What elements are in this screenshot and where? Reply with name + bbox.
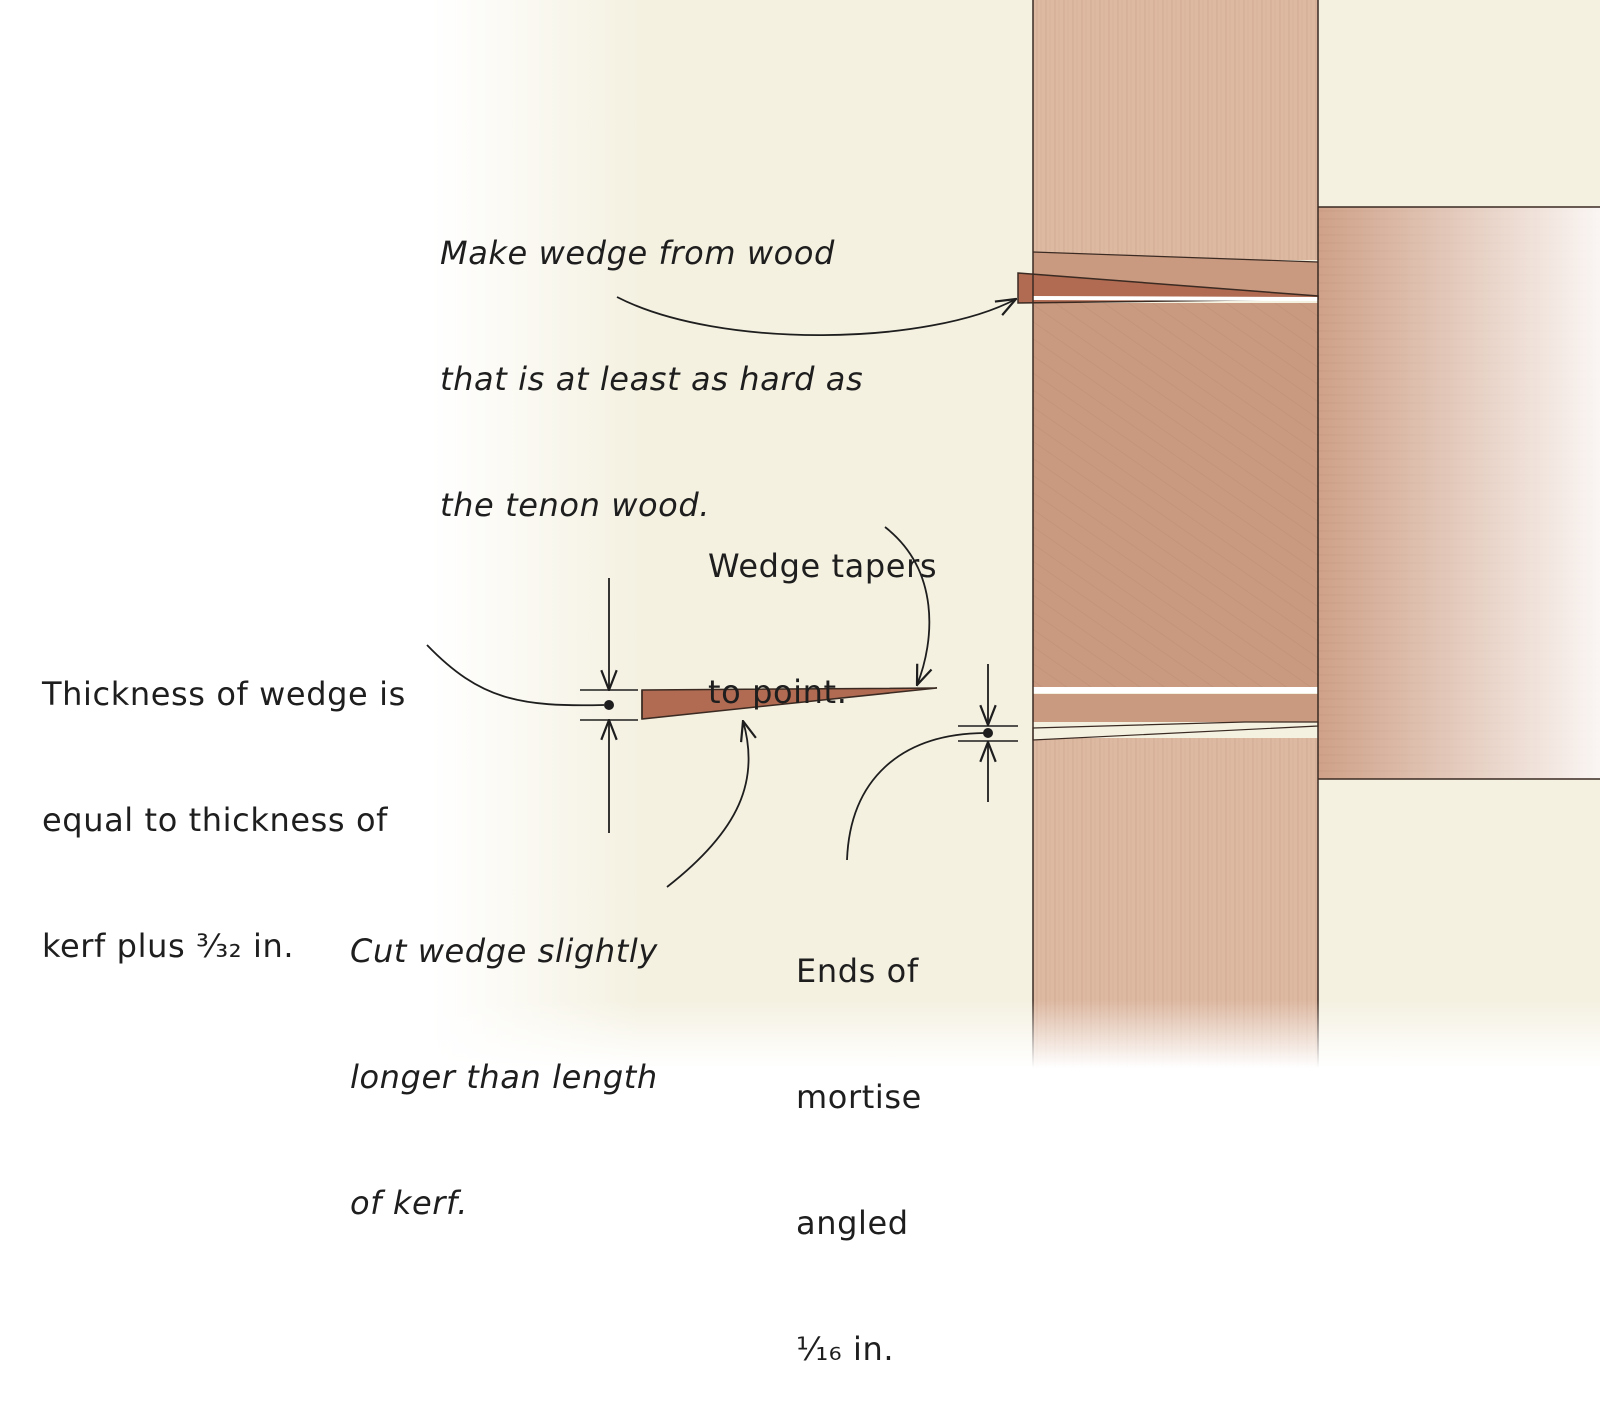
annotation-line: mortise bbox=[796, 1078, 922, 1116]
annotation-mortise-ends: Ends of mortise angled ¹⁄₁₆ in. bbox=[796, 866, 922, 1412]
tenon-bottom-strip bbox=[1033, 694, 1318, 722]
annotation-wedge-taper: Wedge tapers to point. bbox=[708, 461, 937, 755]
annotation-wedge-length: Cut wedge slightly longer than length of… bbox=[350, 846, 658, 1266]
annotation-line: ¹⁄₁₆ in. bbox=[796, 1330, 895, 1368]
wedge-thickness-dimension bbox=[580, 578, 638, 833]
tenon-top-strip bbox=[1033, 252, 1318, 298]
annotation-line: Ends of bbox=[796, 952, 919, 990]
annotation-line: Make wedge from wood bbox=[440, 234, 835, 272]
leader-wedge-thickness bbox=[426, 644, 605, 707]
annotation-line: kerf plus ³⁄₃₂ in. bbox=[42, 927, 295, 965]
annotation-line: Thickness of wedge is bbox=[42, 675, 406, 713]
annotation-line: equal to thickness of bbox=[42, 801, 389, 839]
annotation-line: to point. bbox=[708, 673, 848, 711]
annotation-wedge-wood: Make wedge from wood that is at least as… bbox=[440, 148, 863, 568]
annotation-line: that is at least as hard as bbox=[440, 360, 864, 398]
wedged-tenon-diagram bbox=[0, 0, 1600, 1068]
mortise-angle-dimension bbox=[958, 664, 1018, 802]
leader-wedge-taper bbox=[884, 526, 929, 685]
top-kerf bbox=[1032, 296, 1319, 301]
leader-wedge-wood bbox=[616, 296, 1016, 336]
annotation-line: Cut wedge slightly bbox=[350, 932, 658, 970]
annotation-line: of kerf. bbox=[350, 1184, 469, 1222]
leader-mortise-ends bbox=[846, 732, 985, 861]
annotation-line: the tenon wood. bbox=[440, 486, 711, 524]
annotation-line: angled bbox=[796, 1204, 909, 1242]
annotation-line: longer than length bbox=[350, 1058, 658, 1096]
annotation-line: Wedge tapers bbox=[708, 547, 938, 585]
leader-wedge-length bbox=[666, 721, 749, 888]
annotation-wedge-thickness: Thickness of wedge is equal to thickness… bbox=[42, 589, 406, 1009]
